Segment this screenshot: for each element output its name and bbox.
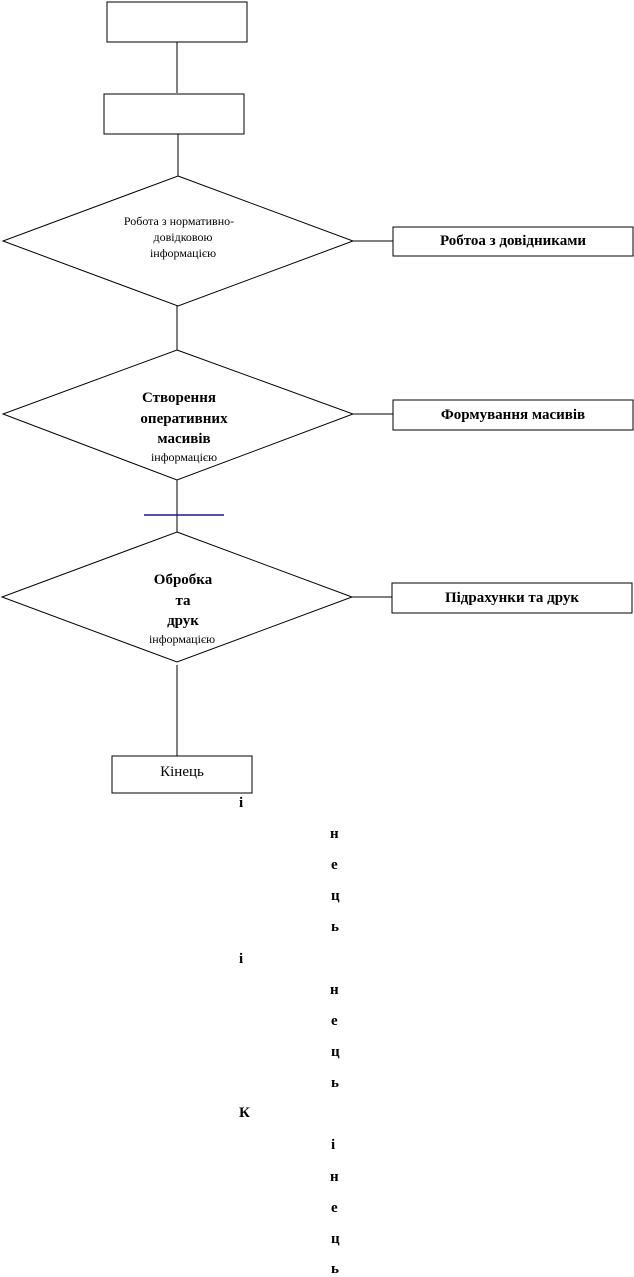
decision3-label-line2: та — [175, 593, 191, 609]
overflow-char: е — [331, 1013, 338, 1029]
overflow-char: н — [330, 826, 339, 842]
action3-box — [391, 582, 633, 614]
overflow-char: ь — [331, 1261, 339, 1277]
overflow-char: ь — [331, 1075, 339, 1091]
action2-box — [392, 399, 634, 431]
decision2-label-line1: Створення — [142, 390, 216, 406]
overflow-char: е — [331, 1200, 338, 1216]
decision2-label-line2: оперативних — [140, 411, 228, 427]
overflow-char: н — [330, 982, 339, 998]
decision1-label-line1: Робота з нормативно- — [123, 214, 235, 228]
decision3-label-line3: друк — [167, 613, 199, 629]
decision2-label-line3: масивів — [157, 431, 211, 447]
overflow-char: і — [239, 951, 244, 967]
overflow-char: ц — [331, 888, 340, 904]
action1-box — [392, 226, 634, 257]
overflow-char: К — [239, 1105, 250, 1121]
decision1-label-line3: інформацією — [149, 246, 217, 260]
decision1-diamond — [1, 175, 355, 307]
end-box-label: Кінець — [160, 763, 204, 780]
decision3-label-line1: Обробка — [153, 572, 213, 588]
action1-label: Робтоа з довідниками — [439, 233, 587, 249]
decision2-label-line4: інформацією — [150, 450, 218, 464]
decision3-label-line4: інформацією — [148, 632, 216, 646]
second-box-label — [104, 94, 244, 134]
second-box — [103, 93, 245, 135]
overflow-char: і — [239, 795, 244, 811]
overflow-char: ц — [331, 1044, 340, 1060]
action3-label: Підрахунки та друк — [444, 589, 580, 606]
end-box — [111, 755, 253, 794]
overflow-char: н — [330, 1169, 339, 1185]
action2-label: Формування масивів — [440, 406, 586, 423]
decision1-label-line2: довідковою — [153, 230, 213, 244]
overflow-char: е — [331, 857, 338, 873]
overflow-char: ц — [331, 1231, 340, 1247]
overflow-char: і — [331, 1137, 336, 1153]
start-box-label — [107, 2, 247, 42]
decision3-diamond — [0, 531, 354, 663]
overflow-char: ь — [331, 919, 339, 935]
start-box — [106, 1, 248, 43]
